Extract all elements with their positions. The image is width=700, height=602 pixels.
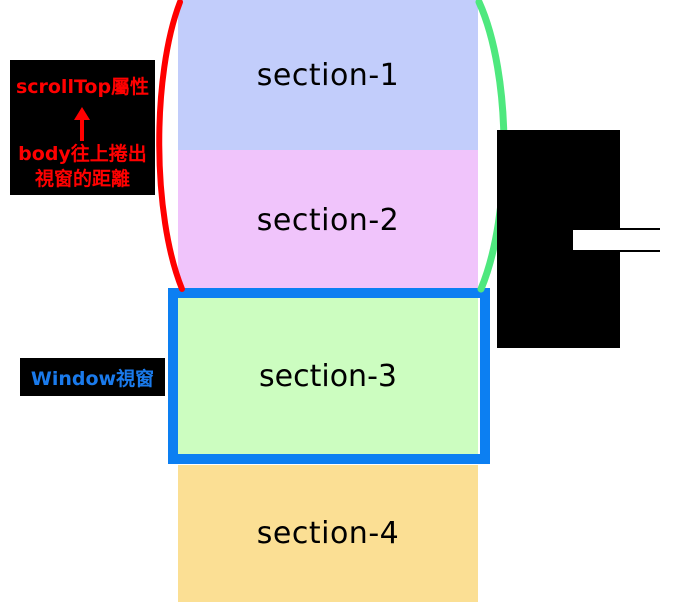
section-label-2: section-2 xyxy=(256,202,400,238)
up-arrow-icon xyxy=(74,107,90,141)
section-block-3: section-3 xyxy=(178,298,478,454)
section-block-4: section-4 xyxy=(178,465,478,602)
section-label-3: section-3 xyxy=(259,358,397,394)
right-annotation-occlusion-bar xyxy=(573,230,660,250)
window-annotation-label: Window視窗 xyxy=(30,367,155,390)
section-block-1: section-1 xyxy=(178,0,478,150)
scrolltop-annotation-panel: scrollTop屬性 body往上捲出 視窗的距離 xyxy=(10,60,155,195)
section-block-2: section-2 xyxy=(178,150,478,290)
section-label-1: section-1 xyxy=(256,57,400,93)
scrolltop-description-line-b: 視窗的距離 xyxy=(34,168,130,190)
window-annotation-panel: Window視窗 xyxy=(20,358,165,396)
scrolltop-property-label: scrollTop屬性 xyxy=(15,76,150,98)
scrolltop-description-line-a: body往上捲出 xyxy=(18,143,147,165)
scrolltop-description-label: body往上捲出 視窗的距離 xyxy=(10,142,155,192)
section-label-4: section-4 xyxy=(256,516,400,551)
